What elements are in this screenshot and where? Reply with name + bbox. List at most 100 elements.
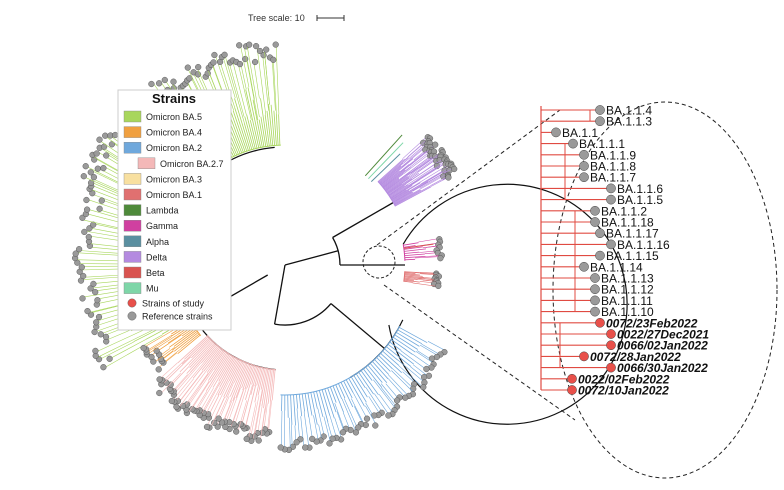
clade-omicron-ba2-branch <box>374 359 389 375</box>
clade-omicron-ba2-branch <box>416 350 432 360</box>
legend-swatch <box>123 219 142 232</box>
clade-omicron-ba2-7-branch <box>200 350 225 386</box>
reference-strain-tip <box>195 63 202 71</box>
reference-strain-tip <box>211 51 218 59</box>
clade-omicron-ba5-branch <box>89 246 118 250</box>
clade-omicron-ba5-branch <box>256 45 267 116</box>
reference-strain-tip <box>595 105 605 115</box>
study-strain-tip <box>579 351 589 362</box>
backbone-branch <box>284 250 339 266</box>
zoom-tip-label: BA.1.1.8 <box>590 160 636 174</box>
reference-strain-tip <box>246 41 253 48</box>
study-strain-tip <box>595 317 605 328</box>
reference-strain-tip <box>551 127 561 138</box>
reference-strain-tip <box>236 60 244 68</box>
clade-omicron-ba5-branch <box>249 120 258 149</box>
legend-label: Mu <box>146 284 159 294</box>
reference-strain-tip <box>385 412 392 419</box>
clade-omicron-ba2-branch <box>296 394 299 409</box>
clade-omicron-ba5-branch <box>83 176 124 195</box>
reference-strain-tip <box>102 333 110 341</box>
zoom-tip-label: 0072/23Feb2022 <box>606 316 698 330</box>
clade-delta-branch <box>386 175 410 193</box>
clade-omicron-ba2-7-branch <box>260 408 266 441</box>
clade-omicron-ba5-branch <box>228 62 245 117</box>
legend-label: Lambda <box>146 206 179 216</box>
clade-omicron-ba4-branch <box>169 328 196 348</box>
clade-omicron-ba2-branch <box>300 416 305 448</box>
clade-omicron-ba5-branch <box>232 110 248 152</box>
legend-label: Alpha <box>146 237 169 247</box>
clade-delta-branch <box>410 157 434 174</box>
clade-delta-branch <box>379 165 402 185</box>
clade-omicron-ba2-7-branch <box>171 374 188 392</box>
legend-swatch <box>123 282 142 294</box>
clade-omicron-ba5-branch <box>273 59 277 114</box>
clade-gamma-branch <box>403 242 419 246</box>
clade-omicron-ba2-branch <box>380 383 396 402</box>
zoom-tip-label: BA.1.1.17 <box>606 227 659 241</box>
clade-omicron-ba2-branch <box>392 368 414 389</box>
clade-omicron-ba2-7-branch <box>192 346 220 379</box>
clade-mu-branch <box>368 142 404 180</box>
clade-omicron-ba2-branch <box>365 366 383 388</box>
reference-strain-tip <box>140 344 147 352</box>
clade-omicron-ba2-7-branch <box>161 364 184 386</box>
clade-omicron-ba4-branch <box>157 352 178 369</box>
clade-delta-branch <box>387 183 403 194</box>
clade-omicron-ba2-branch <box>365 405 377 426</box>
clade-delta-branch <box>392 181 429 203</box>
reference-strain-tip <box>242 55 249 63</box>
clade-delta-branch <box>420 173 448 190</box>
clade-delta-branch <box>389 184 409 198</box>
clade-omicron-ba2-branch <box>303 411 310 448</box>
clade-omicron-ba2-branch <box>419 344 438 356</box>
reference-strain-tip <box>156 80 163 87</box>
clade-delta-branch <box>405 156 446 184</box>
clade-omicron-ba2-7-branch <box>227 387 241 422</box>
clade-omicron-ba5-branch <box>278 114 281 146</box>
reference-strain-tip <box>233 428 240 435</box>
clade-omicron-ba2-7-branch <box>229 361 246 397</box>
clade-omicron-ba2-7-branch <box>187 385 202 405</box>
reference-strain-tip <box>590 205 600 216</box>
clade-omicron-ba5-branch <box>271 57 276 111</box>
clade-omicron-ba4-branch <box>146 334 179 355</box>
clade-omicron-ba2-7-branch <box>170 365 190 386</box>
clade-omicron-ba5-branch <box>247 87 261 148</box>
legend-marker <box>127 298 137 308</box>
backbone-branch <box>330 303 386 350</box>
reference-strain-tip <box>260 52 267 59</box>
clade-omicron-ba5-branch <box>232 60 247 116</box>
clade-gamma-branch <box>404 251 420 254</box>
clade-delta-branch <box>381 163 410 187</box>
clade-delta-branch <box>405 143 424 160</box>
clade-omicron-ba2-branch <box>354 406 363 424</box>
clade-omicron-ba2-branch <box>293 394 296 426</box>
clade-omicron-ba2-branch <box>343 398 358 429</box>
clade-omicron-ba2-7-branch <box>267 369 273 404</box>
tree-scale: Tree scale: 10 <box>248 13 345 23</box>
zoom-tip-label: 0072/28Jan2022 <box>590 350 681 364</box>
reference-strain-tip <box>184 64 191 71</box>
clade-omicron-ba2-branch <box>318 390 329 423</box>
clade-omicron-ba2-7-branch <box>181 337 210 365</box>
reference-strain-tip <box>253 42 260 50</box>
clade-omicron-ba2-branch <box>332 385 344 413</box>
reference-strain-tip <box>293 439 300 446</box>
clade-omicron-ba2-7-branch <box>223 400 233 422</box>
reference-strain-tip <box>410 385 417 392</box>
clade-omicron-ba5-branch <box>273 110 277 146</box>
clade-omicron-ba2-branch <box>372 361 389 380</box>
clade-omicron-ba5-branch <box>219 61 235 108</box>
clade-omicron-ba5-branch <box>103 334 163 369</box>
clade-omicron-ba2-branch <box>353 375 368 398</box>
clade-omicron-ba5-branch <box>234 98 251 151</box>
reference-strain-tip <box>103 152 110 159</box>
clade-omicron-ba2-branch <box>421 343 441 356</box>
legend-swatch <box>123 266 142 279</box>
clade-omicron-ba2-branch <box>367 364 383 383</box>
clade-gamma-branch <box>403 245 416 248</box>
clade-omicron-ba5-branch <box>75 259 118 262</box>
